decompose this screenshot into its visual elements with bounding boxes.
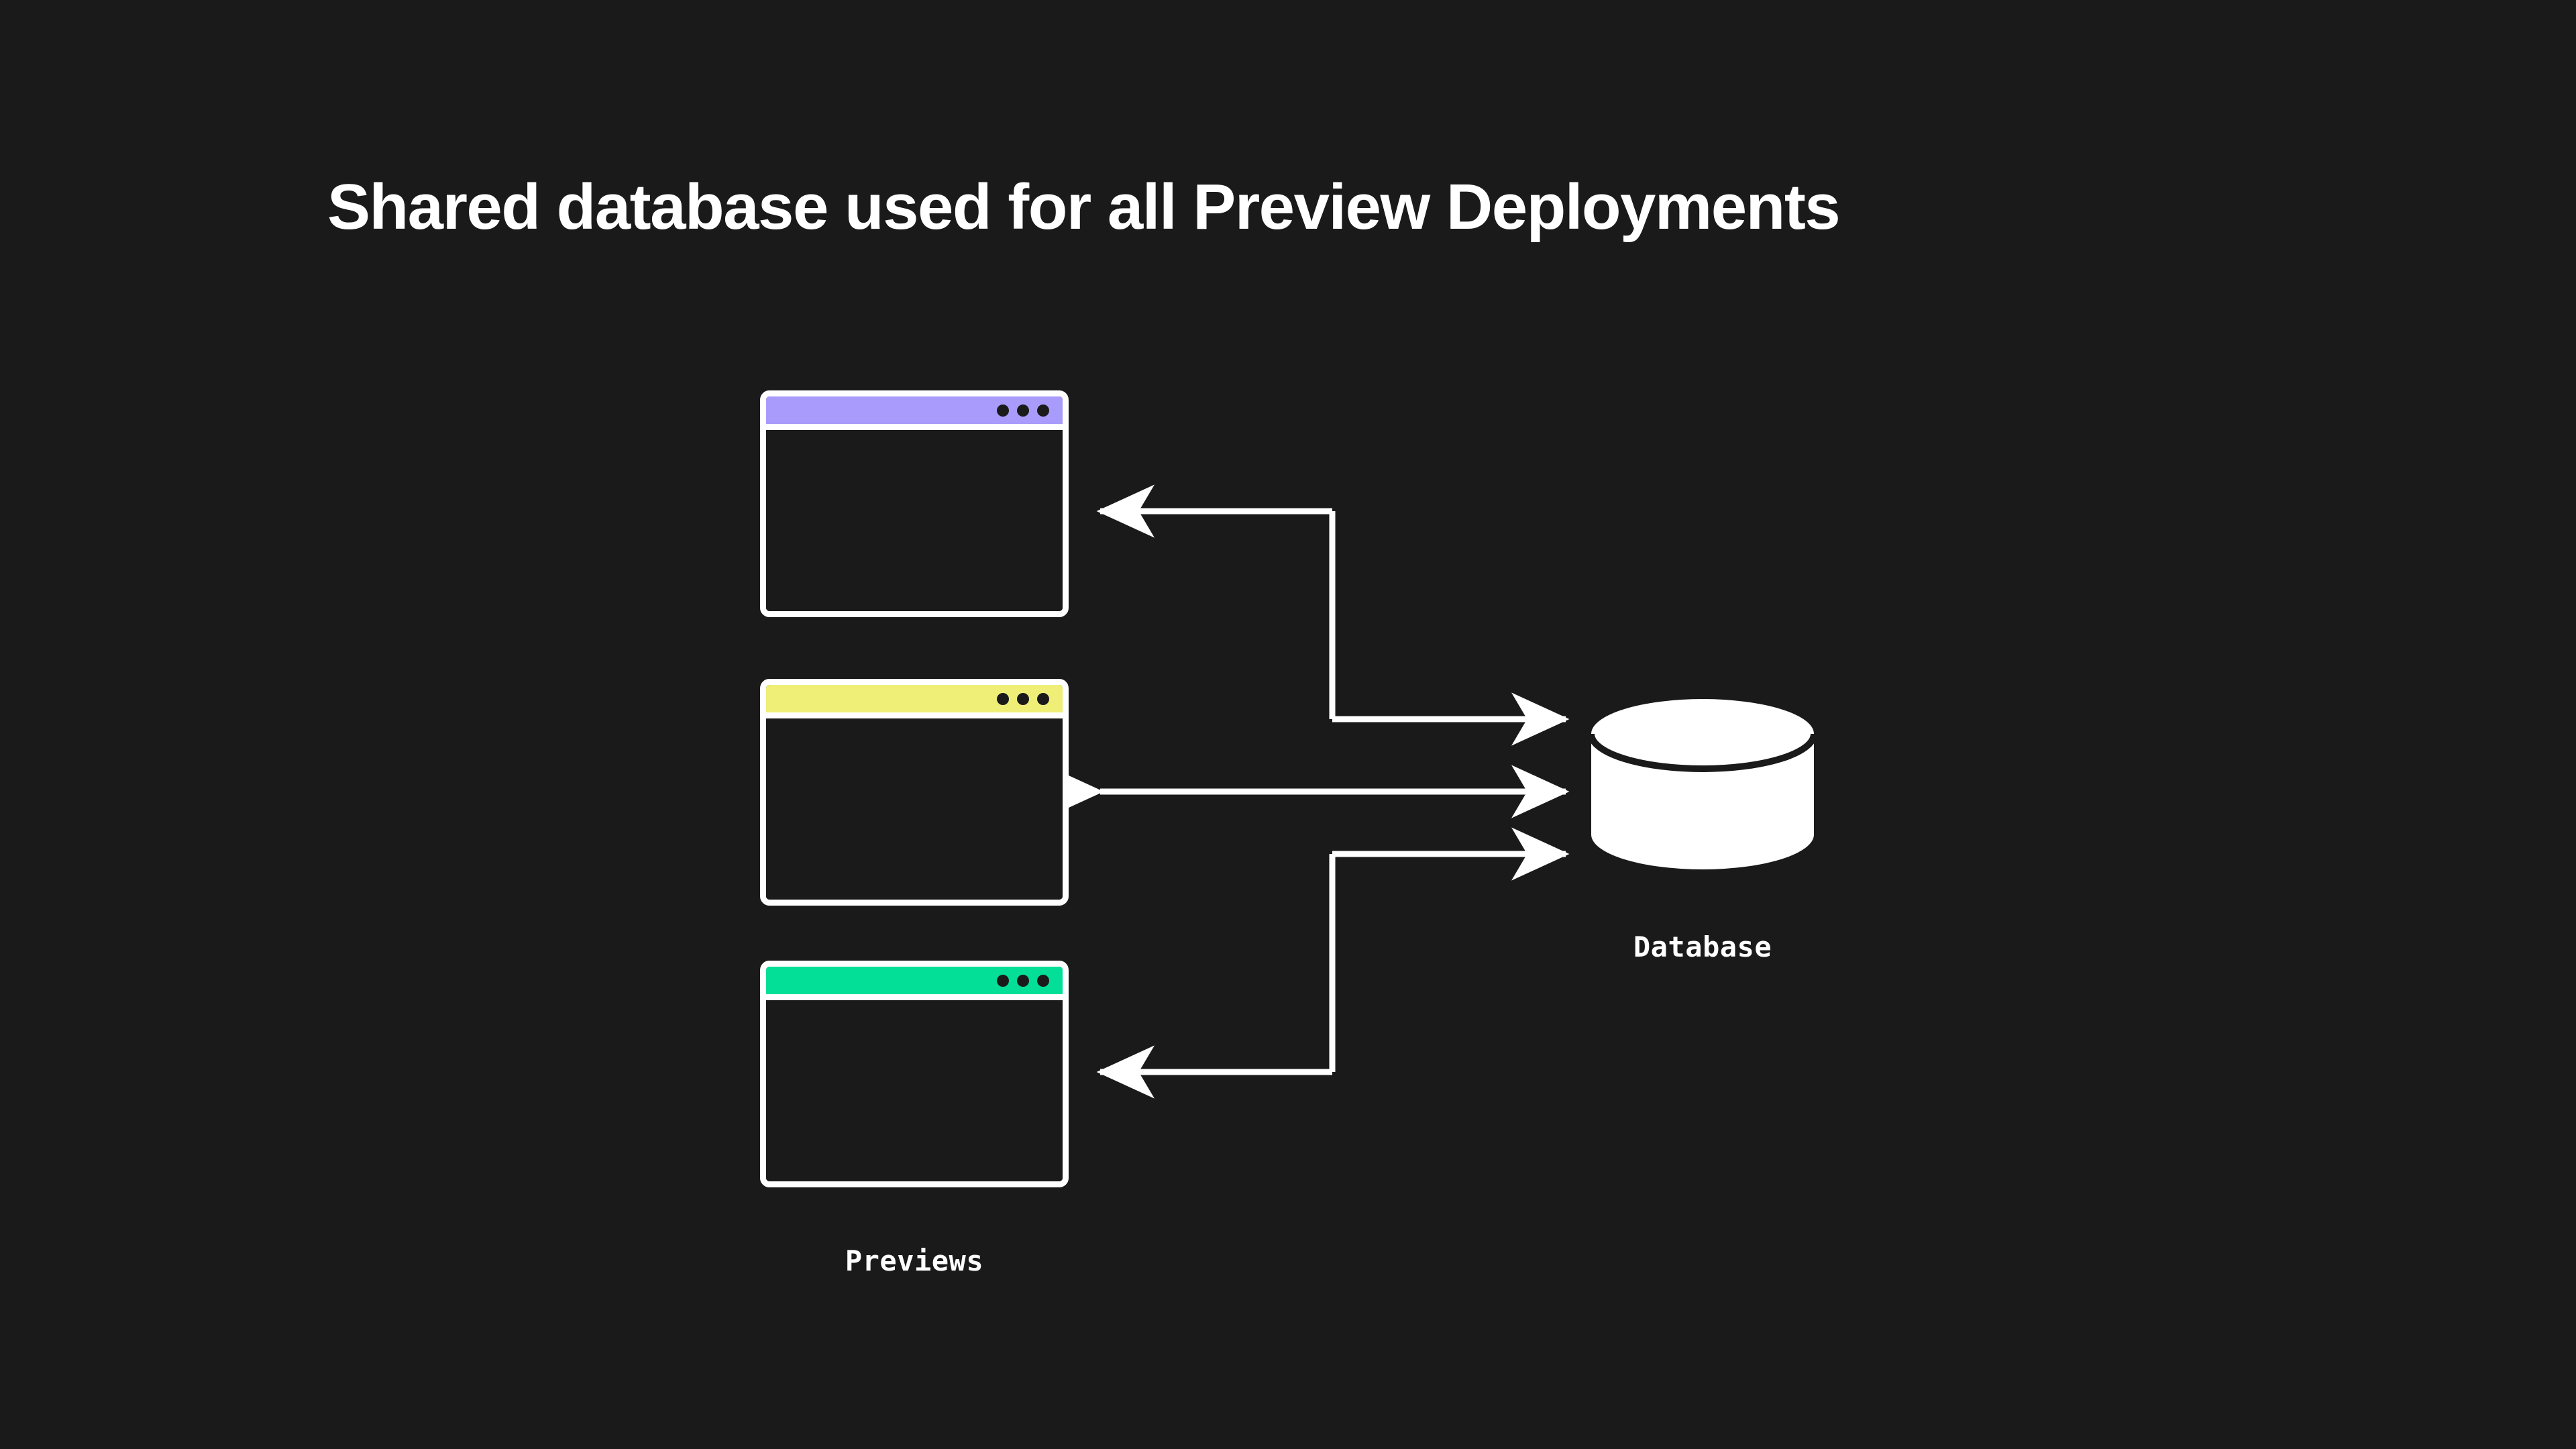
window-controls-3 (997, 974, 1049, 987)
window-titlebar-2 (766, 685, 1063, 718)
window-body-3 (766, 1000, 1063, 1181)
window-dot-icon[interactable] (1037, 692, 1049, 705)
preview-window-3[interactable] (760, 961, 1069, 1187)
window-body-2 (766, 718, 1063, 900)
window-dot-icon[interactable] (997, 692, 1009, 705)
previews-label: Previews (845, 1244, 984, 1277)
window-titlebar-3 (766, 967, 1063, 1000)
window-controls-2 (997, 692, 1049, 705)
database-label: Database (1633, 930, 1772, 963)
window-dot-icon[interactable] (1037, 974, 1049, 987)
page-title: Shared database used for all Preview Dep… (327, 171, 1841, 243)
window-dot-icon[interactable] (997, 974, 1009, 987)
preview-window-1[interactable] (760, 390, 1069, 617)
preview-window-2[interactable] (760, 679, 1069, 906)
connector-preview-3 (1096, 827, 1570, 1099)
window-dot-icon[interactable] (1017, 404, 1029, 417)
window-titlebar-1 (766, 396, 1063, 430)
window-dot-icon[interactable] (1017, 692, 1029, 705)
window-dot-icon[interactable] (997, 404, 1009, 417)
window-dot-icon[interactable] (1037, 404, 1049, 417)
window-controls-1 (997, 404, 1049, 417)
window-body-1 (766, 430, 1063, 611)
database-cylinder-icon[interactable] (1589, 696, 1817, 872)
connector-preview-1 (1096, 484, 1570, 746)
window-dot-icon[interactable] (1017, 974, 1029, 987)
